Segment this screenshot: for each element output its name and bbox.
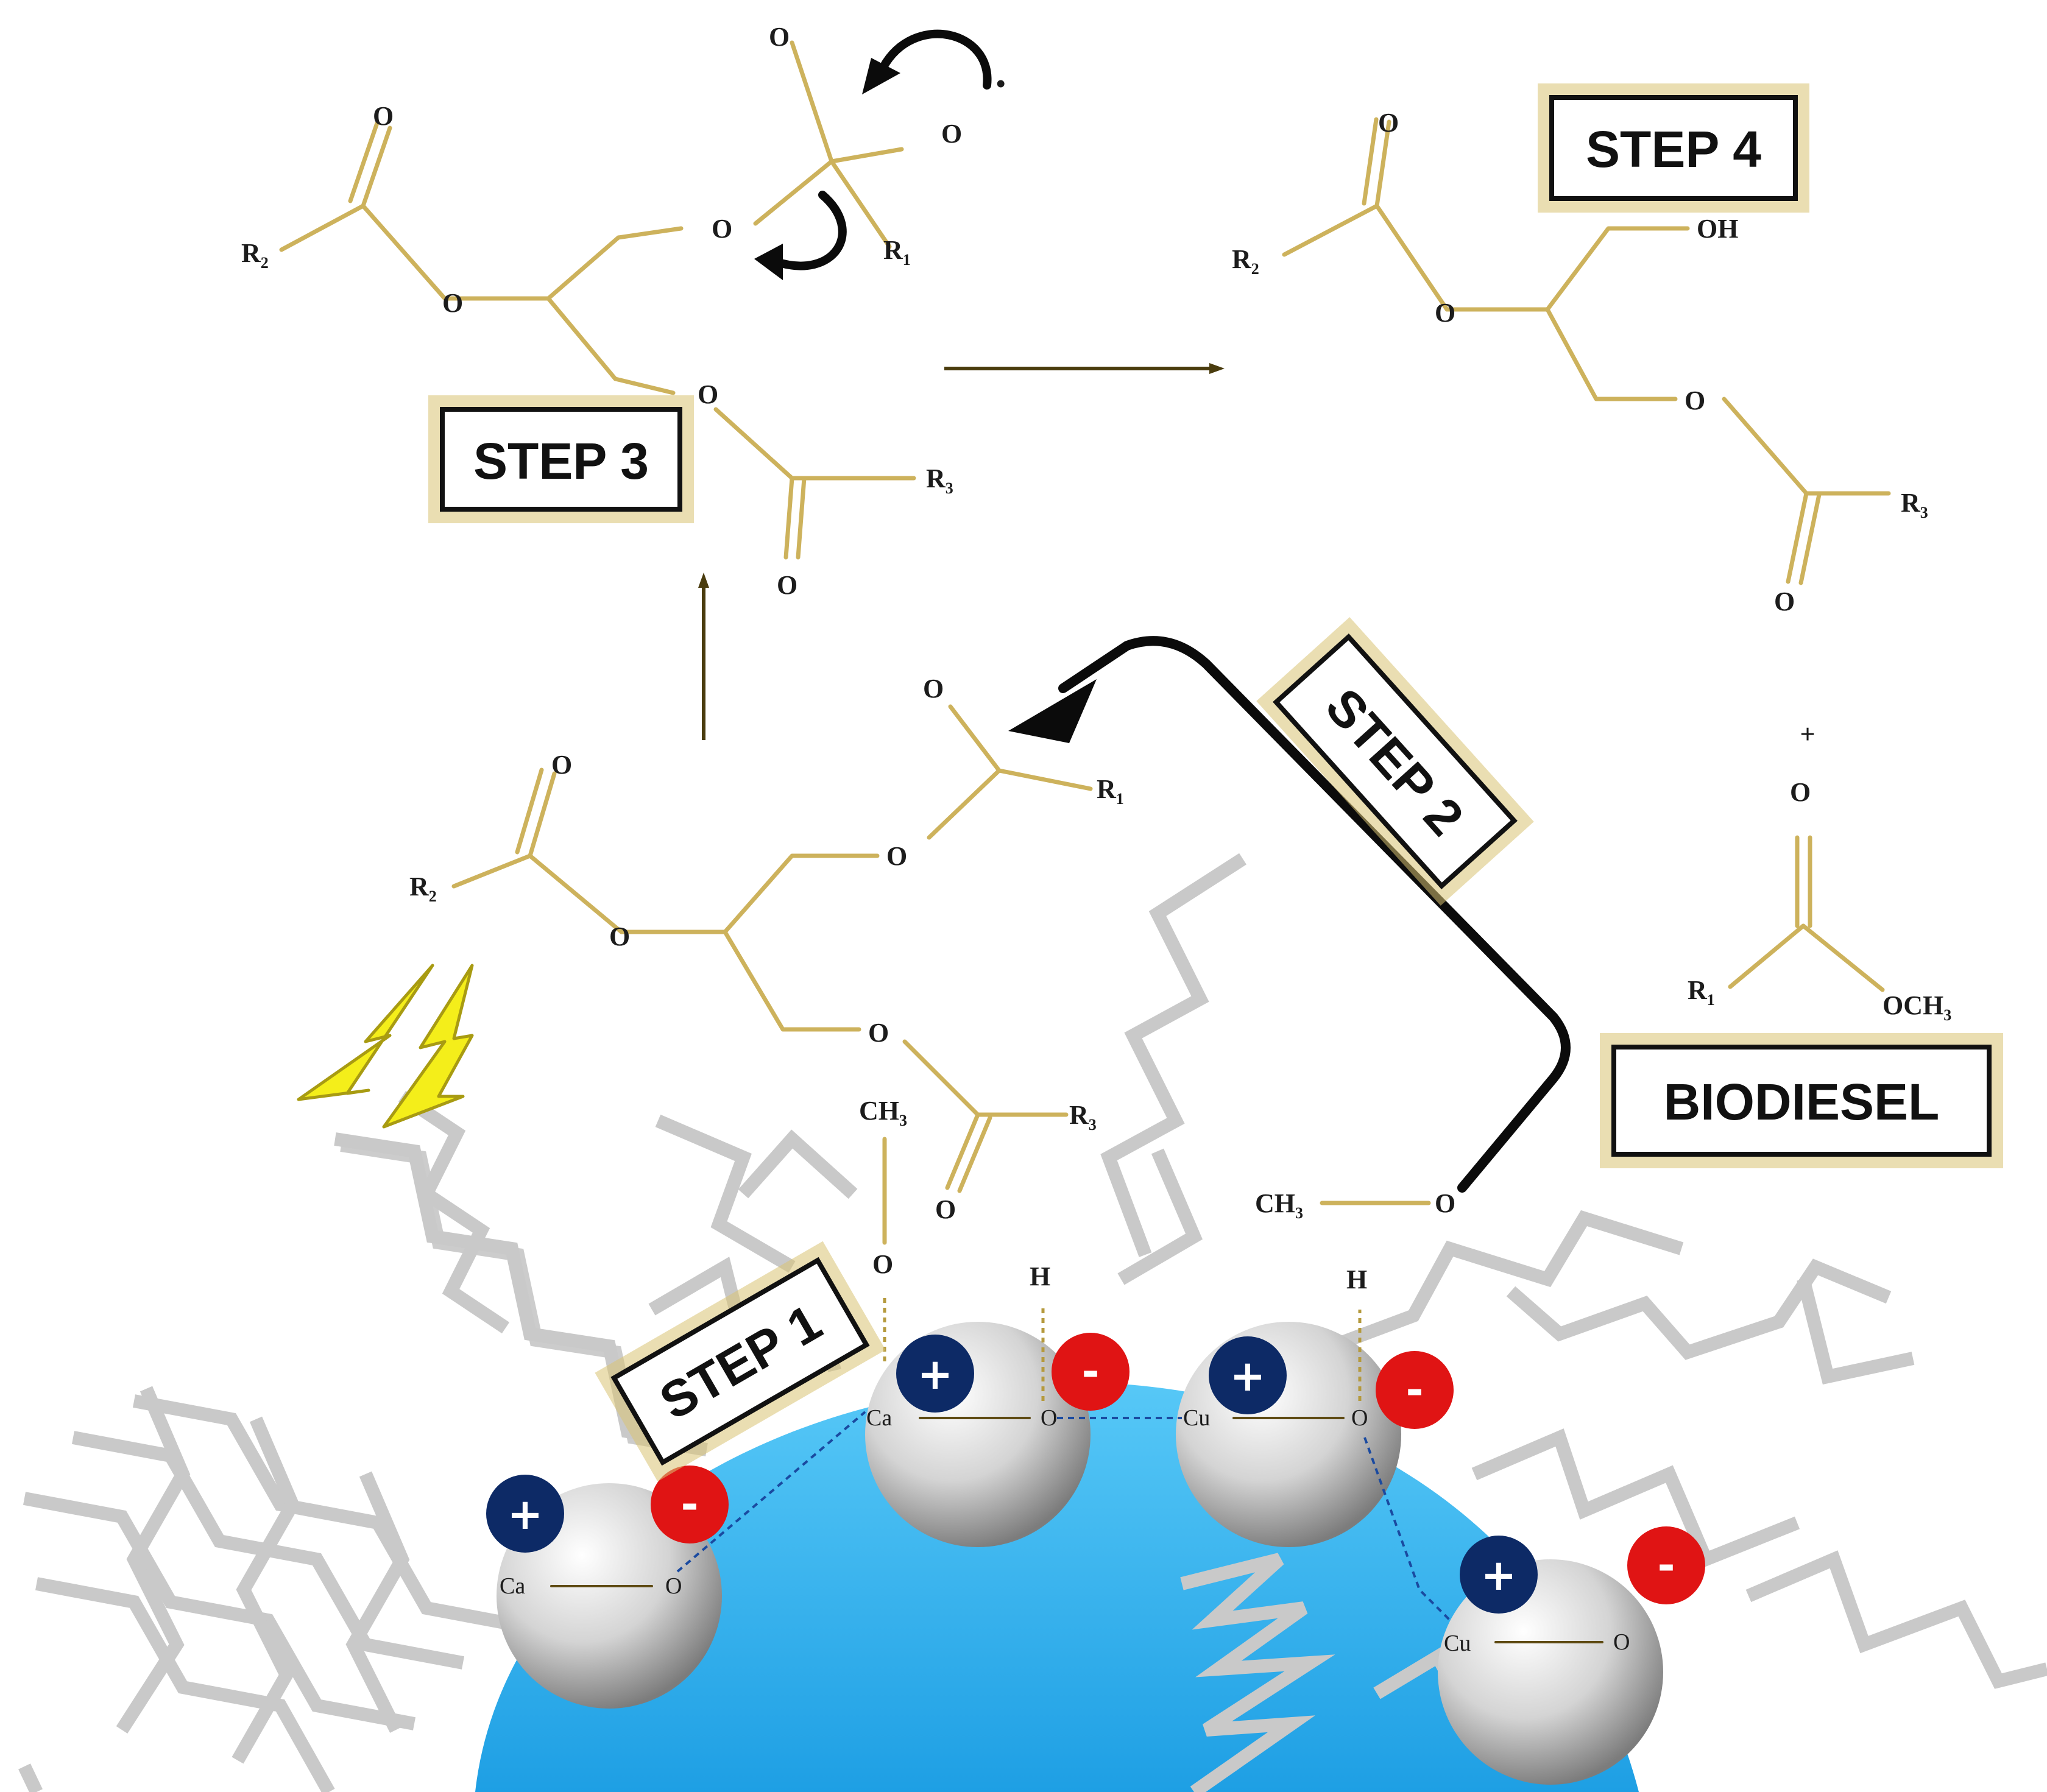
cu-atom-label: Cu [1183,1405,1210,1431]
r2-label: R2 [241,238,269,272]
hydrogen-label: H [1030,1261,1050,1291]
step3-tetrahedral-intermediate: O R2 O O O O • R1 O R3 O [241,22,1005,600]
r1-label: R1 [883,235,911,269]
svg-text:+: + [917,1349,953,1399]
catalyst-particle-cuo-2: Cu O [1438,1559,1663,1785]
oh-label: OH [1697,214,1738,244]
oxygen-atom-label: O [1613,1629,1630,1655]
svg-text:-: - [681,1480,698,1529]
surface-alkyl-chains [18,853,2047,1792]
biodiesel-label: BIODIESEL [1600,1033,2003,1168]
oxygen-atom-label: O [886,841,907,871]
r1-label: R1 [1688,975,1715,1009]
positive-charge-icon: + [486,1475,564,1553]
methanol-reactant: CH3 O [1255,1188,1455,1222]
step4-diglyceride: O R2 O OH O R3 O [1232,108,1928,616]
svg-text:-: - [1657,1540,1675,1590]
oxygen-atom-label: O [665,1573,682,1599]
r3-label: R3 [1901,488,1928,521]
catalyst-particle-cuo-1: Cu O [1176,1322,1401,1547]
r2-label: R2 [409,872,437,905]
oxygen-atom-label: O [872,1249,893,1279]
negative-charge-icon: - [1052,1333,1130,1411]
oxygen-atom-label: O [868,1018,889,1048]
oxygen-atom-label: O [698,379,718,409]
ca-atom-label: Ca [500,1573,525,1599]
svg-text:BIODIESEL: BIODIESEL [1664,1073,1940,1131]
oxygen-atom-label: O [777,570,797,600]
plus-sign: + [1800,719,1815,749]
r1-label: R1 [1097,774,1124,808]
biodiesel-fame-molecule: O R1 OCH3 [1688,777,1951,1024]
oxygen-atom-label: O [1435,1188,1455,1218]
negative-charge-icon: - [1376,1351,1454,1429]
r3-label: R3 [1069,1100,1097,1134]
step3-label: STEP 3 [428,395,694,523]
radical-dot: • [996,69,1005,99]
surface-charges: + - + - + - + - [486,1333,1705,1614]
oxygen-atom-label: O [1351,1405,1368,1431]
triglyceride-molecule: O R2 O O O R1 O R3 O [409,674,1124,1224]
oxygen-atom-label: O [1435,298,1455,328]
oxygen-atom-label: O [373,101,394,131]
r3-label: R3 [926,464,953,497]
oxygen-atom-label: O [923,674,944,704]
positive-charge-icon: + [1460,1536,1538,1614]
ch3-label: CH3 [859,1096,907,1129]
oxygen-atom-label: O [935,1194,956,1224]
hydrogen-label: H [1346,1265,1367,1294]
ch3-label: CH3 [1255,1188,1303,1222]
positive-charge-icon: + [896,1335,974,1413]
svg-text:-: - [1081,1347,1099,1397]
oxygen-atom-label: O [442,288,463,318]
oxygen-atom-label: O [769,22,790,52]
oxygen-atom-label: O [1685,386,1705,415]
oxygen-atom-label: O [1378,108,1399,138]
nucleophilic-attack-arrow [1008,636,1571,1193]
oxygen-atom-label: O [1041,1405,1057,1431]
lightning-icon [297,964,474,1129]
oxygen-atom-label: O [1790,777,1811,807]
curved-arrow-icon [754,29,992,280]
step4-label: STEP 4 [1538,83,1809,213]
ca-atom-label: Ca [866,1405,892,1431]
r2-label: R2 [1232,244,1259,278]
svg-text:+: + [507,1489,543,1539]
reaction-arrow [944,363,1225,374]
svg-text:+: + [1230,1351,1266,1401]
oxygen-atom-label: O [1774,587,1795,616]
oxygen-atom-label: O [712,214,732,244]
surface-interactions [676,1297,1451,1621]
positive-charge-icon: + [1209,1336,1287,1414]
svg-text:-: - [1405,1365,1423,1415]
surface-methoxide: CH3 O H H [859,1096,1367,1294]
svg-text:+: + [1481,1550,1517,1600]
negative-charge-icon: - [1627,1526,1705,1604]
negative-charge-icon: - [651,1466,729,1543]
svg-text:STEP 3: STEP 3 [473,432,649,490]
oxygen-atom-label: O [941,119,962,149]
oxygen-atom-label: O [551,750,572,780]
och3-label: OCH3 [1883,990,1951,1024]
oxygen-atom-label: O [609,922,630,951]
svg-text:STEP 4: STEP 4 [1586,121,1761,178]
cu-atom-label: Cu [1444,1631,1471,1656]
reaction-arrow [698,573,709,740]
